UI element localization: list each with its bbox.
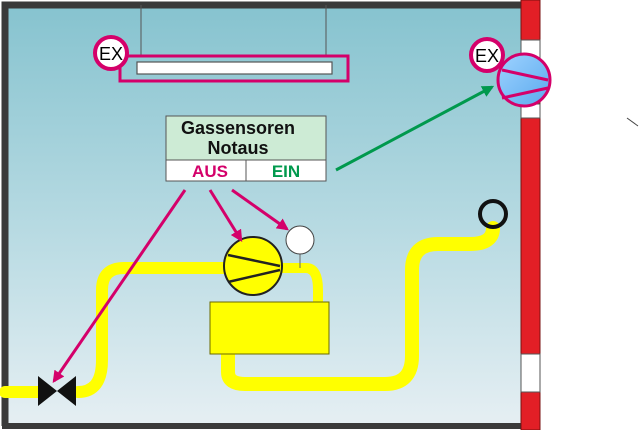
pump-icon — [223, 236, 283, 296]
valve — [38, 376, 76, 406]
fluorescent-lamp-icon — [136, 61, 333, 75]
ex-label-fan: EX — [475, 46, 499, 66]
valve-icon — [38, 376, 76, 406]
arrow-off-to-sensor — [231, 188, 289, 231]
on-label: EIN — [272, 162, 300, 181]
exhaust-fan: EX — [469, 37, 552, 108]
arrow-off-to-valve — [52, 189, 187, 383]
gas-pipe — [0, 221, 500, 398]
exhaust-fan-icon — [496, 52, 552, 108]
sensor-icon — [285, 225, 315, 255]
gas-sensor — [285, 225, 315, 268]
off-label: AUS — [192, 162, 228, 181]
pump — [223, 236, 283, 296]
arrow-off-to-pump — [208, 189, 243, 243]
room-wall — [1, 1, 525, 426]
ceiling-lamp: EX — [93, 5, 350, 83]
panel-title-line1: Gassensoren — [181, 118, 295, 138]
ex-badge-lamp — [93, 35, 129, 71]
outside-mark — [626, 117, 639, 127]
door-strip — [520, 0, 541, 430]
ex-label-lamp: EX — [99, 44, 123, 64]
ex-badge-fan — [469, 37, 505, 73]
room-interior — [5, 5, 525, 426]
control-panel: Gassensoren Notaus AUS EIN — [165, 115, 327, 182]
gas-tank — [209, 301, 330, 355]
pipe-inlet-icon — [478, 199, 508, 229]
panel-title-line2: Notaus — [207, 138, 268, 158]
arrow-on-to-fan — [335, 85, 495, 172]
